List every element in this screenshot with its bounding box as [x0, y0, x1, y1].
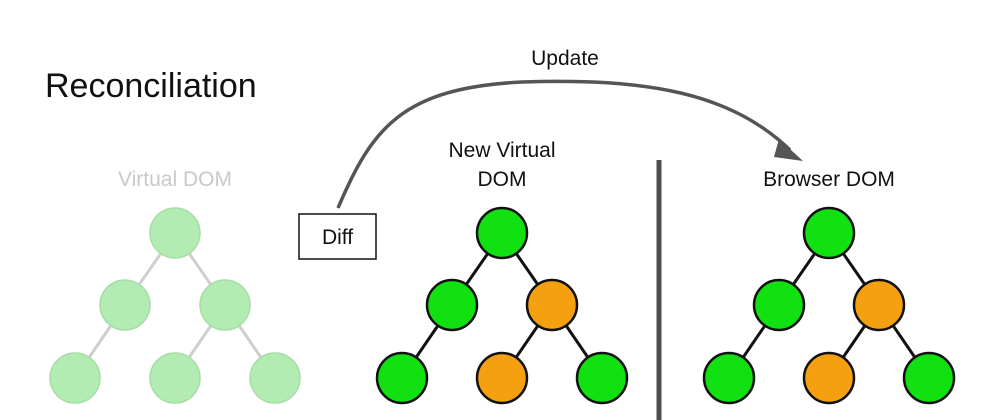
diff-label: Diff: [322, 226, 353, 249]
update-label: Update: [531, 47, 599, 70]
new-virtual-dom-node-unchanged-1: [425, 278, 479, 332]
browser-dom-tree: [702, 206, 956, 405]
browser-dom-node-unchanged-0: [802, 206, 856, 260]
new-virtual-dom-node-changed-4: [475, 351, 529, 405]
virtual-dom-label: Virtual DOM: [118, 168, 232, 191]
browser-dom-node-changed-2: [852, 278, 906, 332]
browser-dom-label: Browser DOM: [763, 168, 895, 191]
update-arrowhead: [774, 139, 803, 161]
new-virtual-dom-node-unchanged-3: [375, 351, 429, 405]
virtual-dom-node-unchanged-3: [49, 352, 101, 404]
new-virtual-dom-node-unchanged-5: [575, 351, 629, 405]
new-virtual-dom-node-changed-2: [525, 278, 579, 332]
new-virtual-dom-label-line-2: DOM: [478, 168, 527, 191]
new-virtual-dom-label-line-1: New Virtual: [449, 139, 556, 162]
new-virtual-dom-tree: [375, 206, 629, 405]
virtual-dom-node-unchanged-4: [149, 352, 201, 404]
browser-dom-node-unchanged-1: [752, 278, 806, 332]
diff-box: [298, 213, 377, 260]
update-arrow: [336, 79, 792, 209]
diagram-title: Reconciliation: [45, 67, 257, 105]
virtual-dom-node-unchanged-2: [199, 279, 251, 331]
virtual-dom-tree: [49, 207, 301, 404]
virtual-dom-node-unchanged-5: [249, 352, 301, 404]
virtual-dom-node-unchanged-1: [99, 279, 151, 331]
browser-dom-node-unchanged-3: [702, 351, 756, 405]
virtual-dom-node-unchanged-0: [149, 207, 201, 259]
browser-dom-node-unchanged-5: [902, 351, 956, 405]
new-virtual-dom-node-unchanged-0: [475, 206, 529, 260]
browser-dom-node-changed-4: [802, 351, 856, 405]
